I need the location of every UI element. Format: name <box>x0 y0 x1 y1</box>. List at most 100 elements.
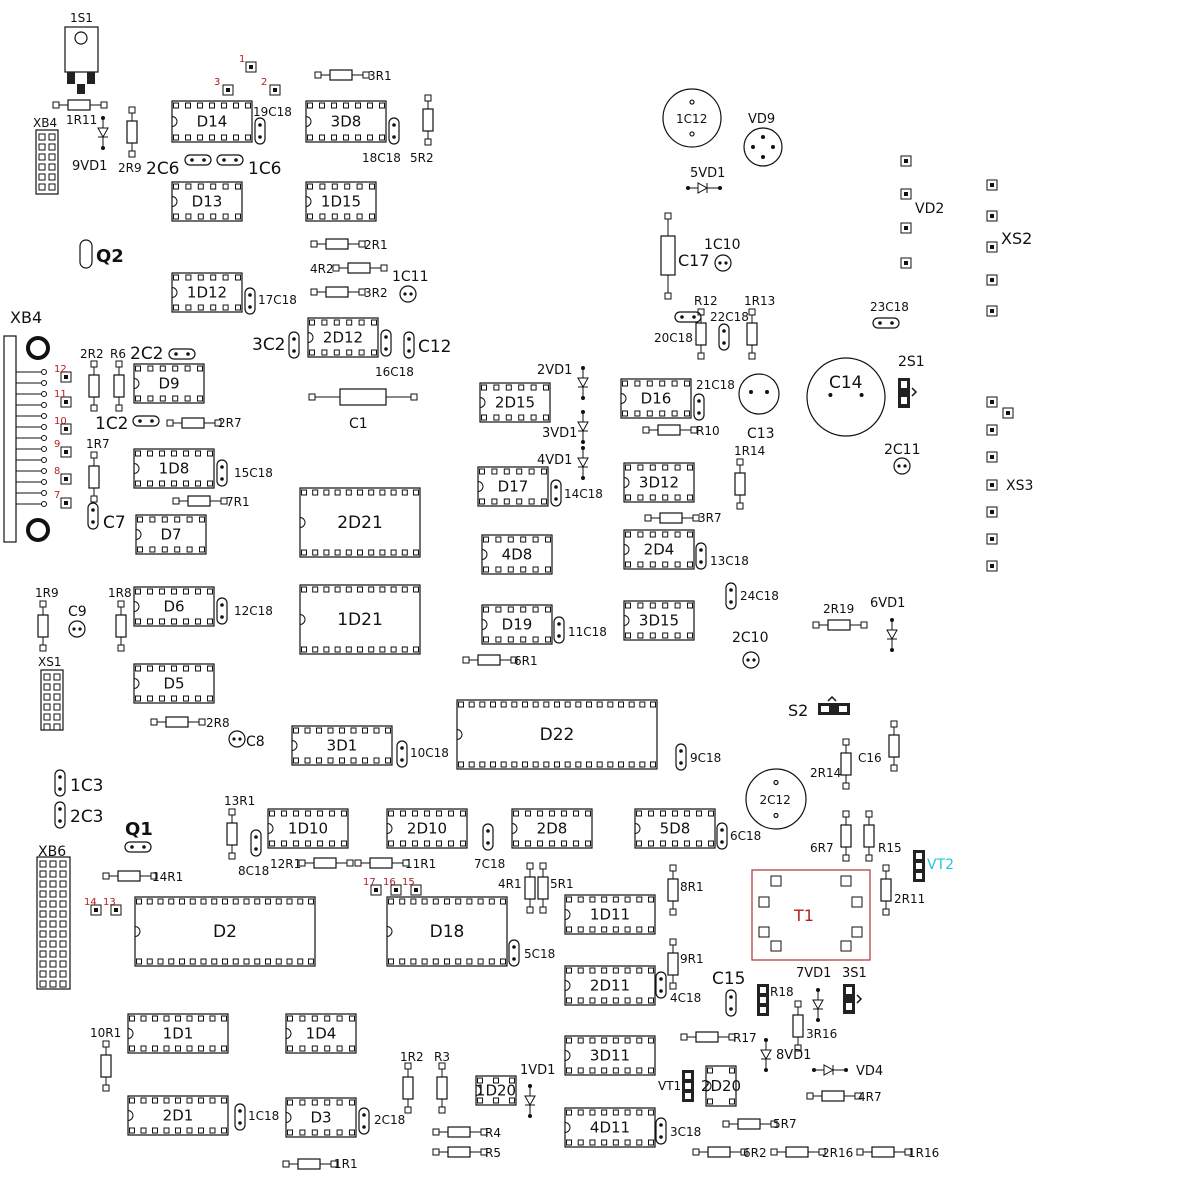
resistor-label: 5R7 <box>773 1117 797 1131</box>
pad-label: 7 <box>54 490 60 501</box>
resistor-label: 1R11 <box>66 113 97 127</box>
diode-vd4: VD4 <box>812 1064 883 1079</box>
switch-2s1: 2S1 <box>898 354 925 408</box>
test-pad-9: 9 <box>54 439 72 458</box>
ic-label: 2D12 <box>323 329 363 347</box>
capacitor-19c18: 19C18 <box>253 105 292 145</box>
resistor-1r2: 1R2 <box>400 1050 424 1114</box>
test-pad-7: 7 <box>54 490 72 509</box>
capacitor-label: 9C18 <box>690 751 721 765</box>
ic-label: D14 <box>197 113 228 131</box>
resistor-label: 1R1 <box>334 1157 358 1171</box>
ic-label: 1D21 <box>337 610 383 630</box>
pad-label: 3 <box>214 77 220 88</box>
transistor-vt1: VT1 <box>658 1070 694 1102</box>
ic-label: 2D4 <box>644 541 675 559</box>
regulator-1s1: 1S1 <box>64 11 99 94</box>
resistor-label: 1R16 <box>908 1146 939 1160</box>
led-vd9: VD9 <box>743 112 783 167</box>
test-pad-11: 11 <box>54 389 72 408</box>
ic-d22: D22 <box>456 699 658 770</box>
switch-3s1: 3S1 <box>842 966 867 1014</box>
label-xs3: XS3 <box>1006 478 1033 494</box>
ic-d14: D14 <box>171 100 253 143</box>
capacitor-label: 2C18 <box>374 1113 405 1127</box>
ic-d16: D16 <box>620 378 692 419</box>
capacitor-1c3: 1C3 <box>54 769 104 797</box>
ic-1d20: 1D20 <box>475 1075 517 1106</box>
capacitor-label: 20C18 <box>654 331 693 345</box>
label-3s1: 3S1 <box>842 966 867 981</box>
label-r18: R18 <box>770 985 794 999</box>
diode-7vd1: 7VD1 <box>796 966 831 1022</box>
capacitor-c15: C15 <box>712 969 746 1017</box>
capacitor-2c2: 2C2 <box>130 344 196 364</box>
capacitor-13c18: 13C18 <box>695 542 749 570</box>
resistor-label: 2R19 <box>823 602 854 616</box>
resistor-label: 1R13 <box>744 294 775 308</box>
ic-label: D3 <box>310 1109 331 1127</box>
resistor-label: 1R2 <box>400 1050 424 1064</box>
connector-pad <box>900 222 912 234</box>
ic-label: D19 <box>502 616 533 634</box>
ic-1d1: 1D1 <box>127 1013 229 1054</box>
connector-pad <box>986 274 998 286</box>
capacitor-1c10: 1C10 <box>704 237 741 272</box>
resistor-12r1: 12R1 <box>270 857 354 871</box>
connector-pad <box>986 506 998 518</box>
pad-label: 1 <box>239 54 245 65</box>
resistor-11r1: 11R1 <box>354 857 436 871</box>
resistor-2r9: 2R9 <box>118 106 142 175</box>
connector-pad <box>986 396 998 408</box>
capacitor-label: 2C10 <box>732 630 769 646</box>
capacitor-12c18: 12C18 <box>216 597 273 625</box>
resistor-label: 11R1 <box>405 857 436 871</box>
connector-pad <box>900 188 912 200</box>
ic-label: D2 <box>213 922 237 942</box>
label-s2: S2 <box>788 701 808 720</box>
ic-label: 2D21 <box>337 513 383 533</box>
capacitor-c12: C12 <box>403 331 452 359</box>
resistor-6r2: 6R2 <box>692 1146 767 1160</box>
ic-label: 2D8 <box>537 820 568 838</box>
capacitor-label: 14C18 <box>564 487 603 501</box>
capacitor-14c18: 14C18 <box>550 479 603 507</box>
resistor-5r7: 5R7 <box>722 1117 797 1131</box>
connector-pad <box>986 241 998 253</box>
resistor-5r1: 5R1 <box>537 862 574 914</box>
resistor-1r13: 1R13 <box>744 294 775 360</box>
resistor-5r2: 5R2 <box>410 94 434 165</box>
label-xs1: XS1 <box>38 655 61 669</box>
resistor-7r1: 7R1 <box>172 495 250 509</box>
capacitor-label: 1C11 <box>392 269 429 285</box>
connector-pad <box>986 479 998 491</box>
ic-d18: D18 <box>386 896 508 967</box>
pad-label: 11 <box>54 389 67 400</box>
label-2s1: 2S1 <box>898 354 925 370</box>
resistor-label: 3R7 <box>698 511 722 525</box>
label-vd9: VD9 <box>748 112 775 127</box>
ic-label: 1D4 <box>306 1025 337 1043</box>
capacitor-22c18: 22C18 <box>710 310 749 351</box>
capacitor-label: 1C3 <box>70 776 104 796</box>
capacitor-label: 7C18 <box>474 857 505 871</box>
resistor-label: 1R9 <box>35 586 59 600</box>
capacitor-label: C13 <box>747 426 775 442</box>
capacitor-5c18: 5C18 <box>508 939 555 967</box>
resistor-label: 2R11 <box>894 892 925 906</box>
label-q1: Q1 <box>125 819 153 840</box>
capacitor-7c18: 7C18 <box>474 823 505 871</box>
header-xb6: XB6 <box>36 844 71 990</box>
ic-label: D16 <box>641 390 672 408</box>
capacitor-label: 18C18 <box>362 151 401 165</box>
ic-4d8: 4D8 <box>481 534 553 575</box>
capacitor-23c18: 23C18 <box>870 300 909 329</box>
ic-d3: D3 <box>285 1097 357 1138</box>
ic-3d15: 3D15 <box>623 600 695 641</box>
capacitor-label: 2C6 <box>146 159 180 179</box>
resistor-label: 1R8 <box>108 586 132 600</box>
ic-d17: D17 <box>477 466 549 507</box>
capacitor-label: 24C18 <box>740 589 779 603</box>
ic-1d4: 1D4 <box>285 1013 357 1054</box>
diode-label: VD4 <box>856 1064 883 1079</box>
